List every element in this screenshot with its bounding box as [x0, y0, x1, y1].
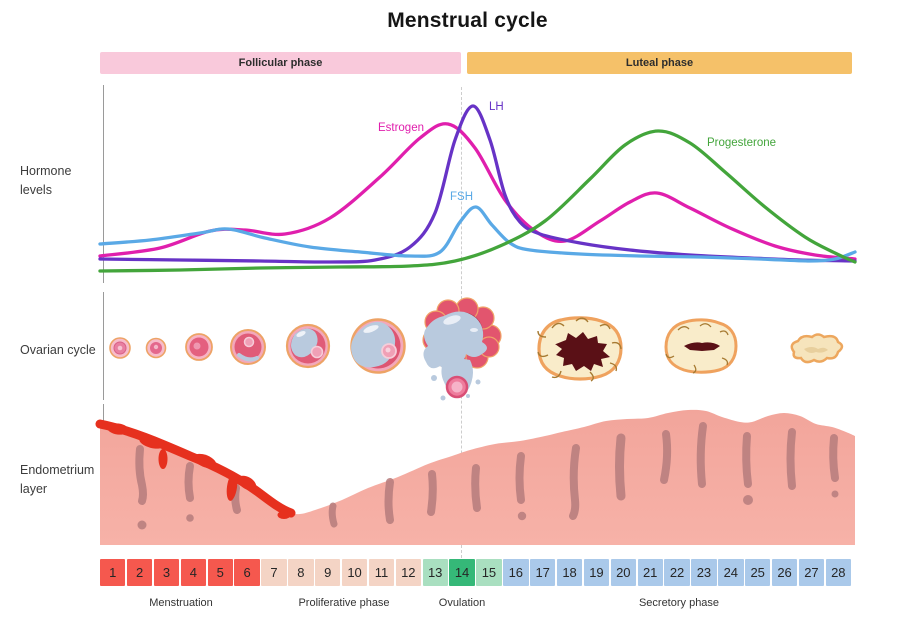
endometrium-gland-dots [137, 490, 839, 530]
follicle-stage-2 [145, 337, 167, 359]
follicular-phase-label: Follicular phase [238, 57, 323, 69]
day-cell-13: 13 [422, 559, 448, 586]
follicle-stage-3 [185, 333, 213, 361]
follicle-stage-5 [285, 323, 331, 369]
phase-label-proliferative-phase: Proliferative phase [298, 597, 390, 609]
day-cell-22: 22 [664, 559, 690, 586]
corpus-luteum-1 [537, 316, 623, 382]
hormone-curve-lh [98, 104, 857, 264]
day-cell-4: 4 [180, 559, 206, 586]
day-cell-8: 8 [288, 559, 314, 586]
released-egg [445, 375, 469, 399]
day-cell-5: 5 [207, 559, 233, 586]
day-cell-25: 25 [745, 559, 771, 586]
day-cell-6: 6 [234, 559, 260, 586]
corpus-albicans [790, 333, 844, 364]
corpus-luteum-2 [664, 318, 738, 374]
day-cell-3: 3 [153, 559, 180, 586]
follicle-ovulation [422, 297, 502, 401]
hormone-label-estrogen: Estrogen [377, 122, 424, 134]
phase-label-ovulation: Ovulation [438, 597, 486, 609]
phase-label-secretory-phase: Secretory phase [638, 597, 720, 609]
day-cell-21: 21 [637, 559, 663, 586]
follicular-phase-bar: Follicular phase [100, 52, 461, 74]
day-cell-28: 28 [825, 559, 851, 586]
day-cell-7: 7 [261, 559, 287, 586]
day-cell-19: 19 [583, 559, 610, 586]
page-title: Menstrual cycle [387, 9, 548, 32]
day-cell-1: 1 [100, 559, 126, 586]
row-label-endometrium-layer: Endometrium layer [20, 463, 95, 497]
luteal-phase-bar: Luteal phase [467, 52, 852, 74]
hormone-label-progesterone: Progesterone [707, 137, 777, 149]
day-cell-9: 9 [315, 559, 341, 586]
hormone-curve-estrogen [98, 122, 857, 261]
hormone-curve-fsh [98, 205, 857, 263]
day-cell-17: 17 [530, 559, 556, 586]
hormone-label-fsh: FSH [450, 191, 473, 203]
follicle-stage-4 [230, 329, 266, 365]
day-cell-26: 26 [771, 559, 798, 586]
day-cell-14: 14 [449, 559, 475, 586]
day-cell-15: 15 [476, 559, 502, 586]
hormone-curves [98, 104, 857, 273]
phase-label-menstruation: Menstruation [149, 597, 213, 609]
day-cell-16: 16 [503, 559, 529, 586]
hormone-label-lh: LH [489, 101, 504, 113]
hormone-curve-progesterone [98, 129, 857, 273]
ovarian-cycle-illustration [109, 297, 844, 401]
row-label-ovarian-cycle: Ovarian cycle [20, 343, 96, 357]
day-cell-11: 11 [368, 559, 395, 586]
day-cell-2: 2 [126, 559, 153, 586]
menstrual-blood [95, 419, 296, 519]
row-label-hormone-levels: Hormone levels [20, 164, 72, 198]
follicle-stage-6 [350, 318, 406, 374]
day-cell-10: 10 [341, 559, 368, 586]
day-cell-23: 23 [691, 559, 717, 586]
follicle-stage-1 [109, 337, 131, 359]
endometrium-illustration [95, 409, 855, 545]
day-cell-18: 18 [556, 559, 583, 586]
day-cell-27: 27 [798, 559, 825, 586]
luteal-phase-label: Luteal phase [625, 57, 694, 69]
hormone-axis-line [103, 85, 104, 283]
day-cell-24: 24 [718, 559, 744, 586]
ovarian-axis-line [103, 292, 104, 400]
day-cell-12: 12 [395, 559, 421, 586]
day-cell-20: 20 [610, 559, 636, 586]
